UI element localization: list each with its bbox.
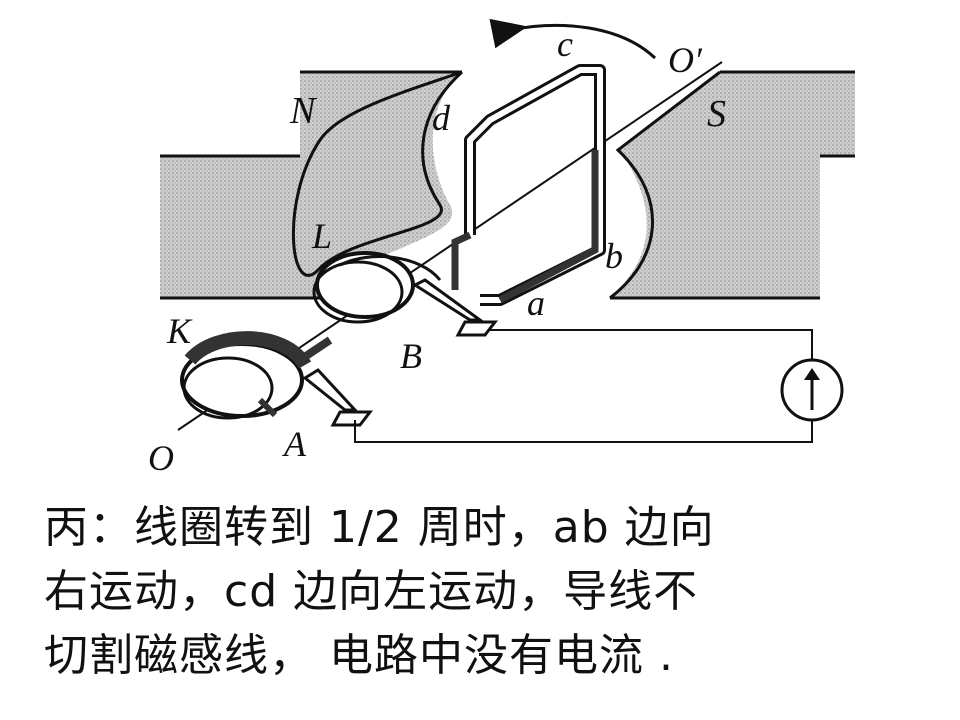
coil-loop xyxy=(451,64,606,306)
label-o-prime: O′ xyxy=(668,40,703,80)
label-s: S xyxy=(707,93,726,135)
caption-line-2: 右运动，cd 边向左运动，导线不 xyxy=(44,566,699,617)
label-d: d xyxy=(432,98,451,138)
caption-line-1: 丙：线圈转到 1/2 周时，ab 边向 xyxy=(44,502,715,553)
label-a: a xyxy=(527,283,545,323)
label-c: c xyxy=(557,24,573,64)
rotation-arrow-icon xyxy=(489,18,657,60)
south-pole-magnet xyxy=(609,70,855,300)
label-n: N xyxy=(289,90,318,132)
external-circuit xyxy=(354,329,813,443)
brush-A xyxy=(302,368,374,427)
galvanometer-icon xyxy=(780,358,844,422)
caption-line-3: 切割磁感线， 电路中没有电流 . xyxy=(44,630,674,681)
label-b-brush: B xyxy=(400,336,422,376)
label-l: L xyxy=(311,216,332,256)
label-b: b xyxy=(605,236,623,276)
label-o: O xyxy=(148,438,174,478)
caption: 丙：线圈转到 1/2 周时，ab 边向 右运动，cd 边向左运动，导线不 切割磁… xyxy=(44,496,924,688)
label-a-brush: A xyxy=(282,424,307,464)
slip-ring-K xyxy=(180,331,333,420)
brush-B xyxy=(411,278,499,337)
label-k: K xyxy=(166,311,193,351)
generator-diagram: c O′ N d S L b a K B O A xyxy=(148,18,855,478)
